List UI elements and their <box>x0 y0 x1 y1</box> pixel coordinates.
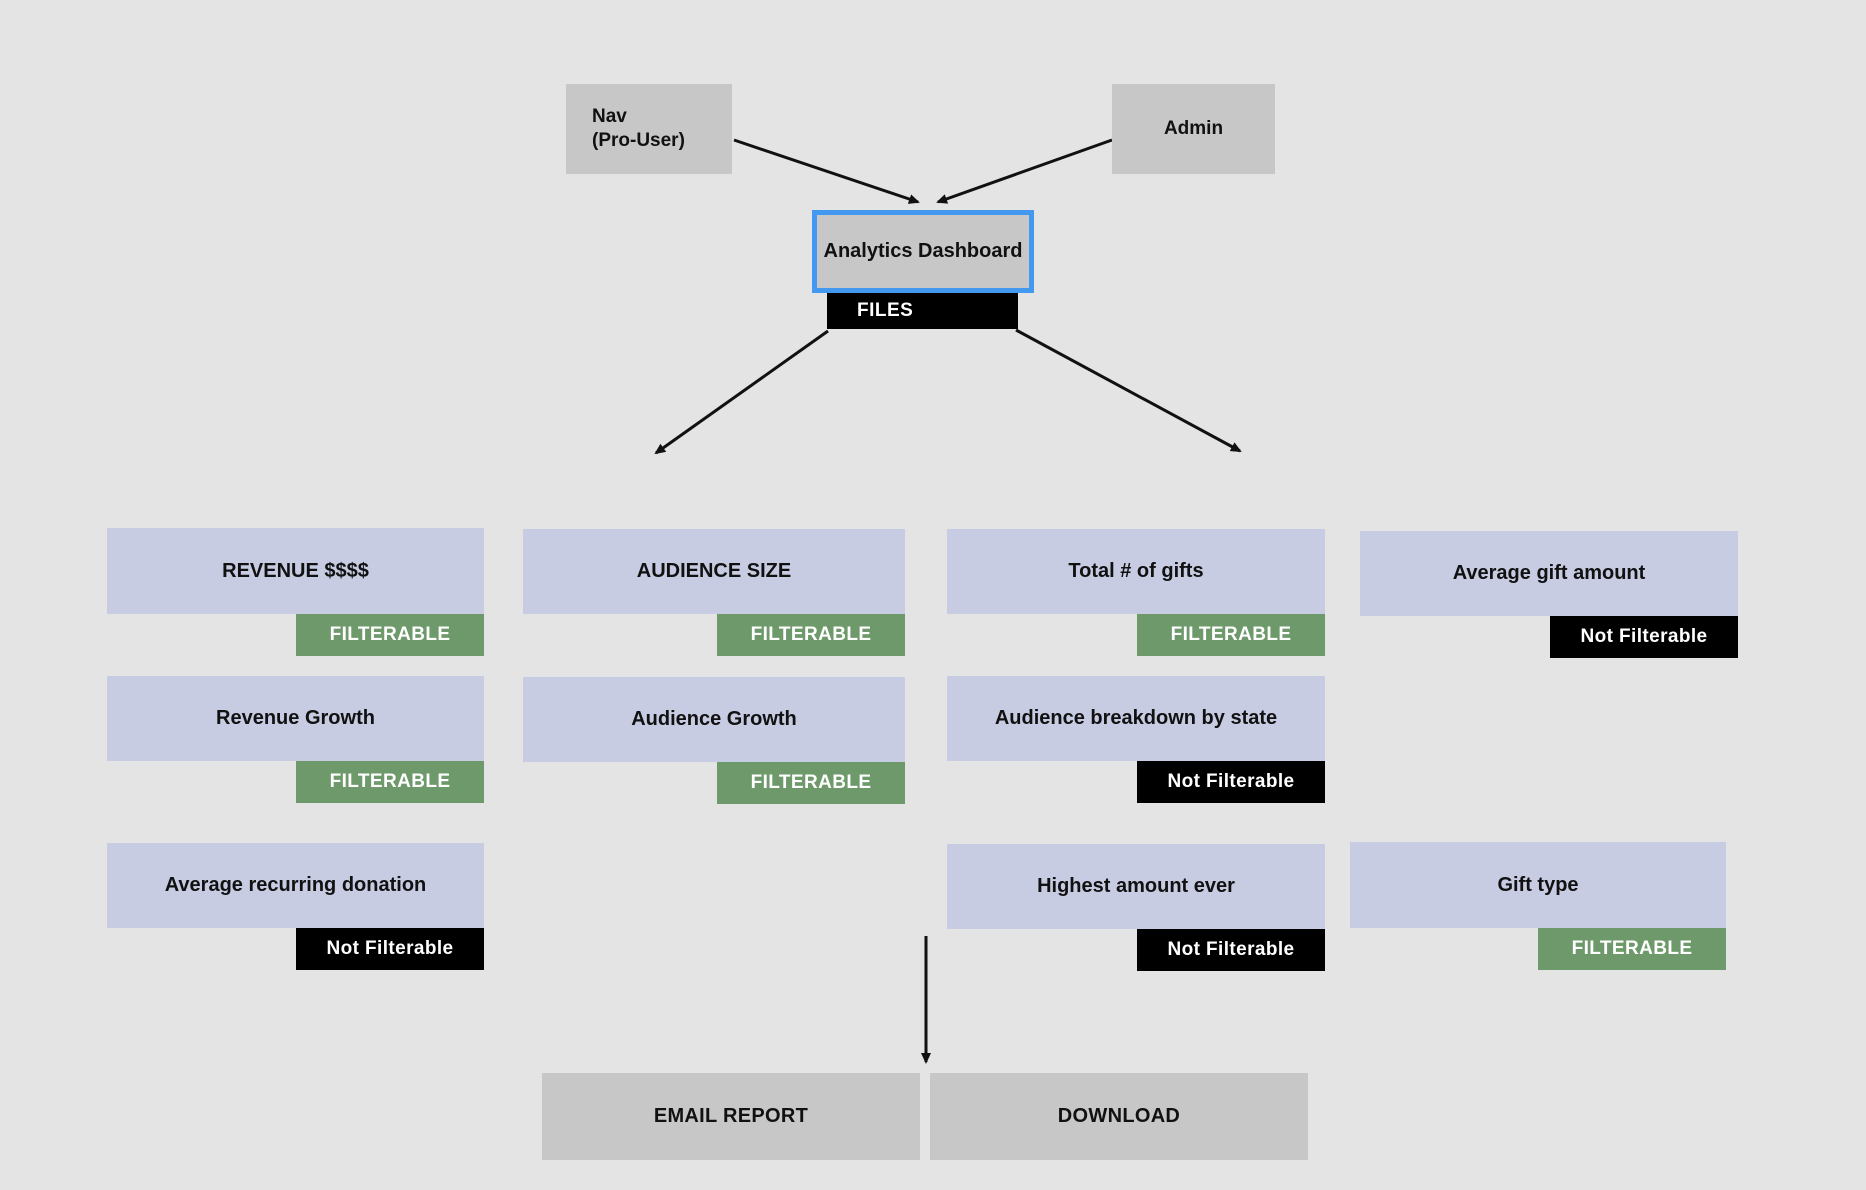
node-download-label: DOWNLOAD <box>1057 1105 1181 1127</box>
metric-label: Total # of gifts <box>1068 560 1204 582</box>
metric-label: AUDIENCE SIZE <box>636 560 792 582</box>
files-tag-label: FILES <box>857 300 914 322</box>
node-analytics-dashboard-selected[interactable]: Analytics Dashboard <box>812 210 1034 293</box>
node-email-report[interactable]: EMAIL REPORT <box>542 1073 920 1160</box>
connector-files-to-left-group-arrow[interactable] <box>654 329 829 455</box>
metric-card-total-gifts[interactable]: Total # of gifts FILTERABLE <box>947 529 1325 656</box>
connector-nav-to-dashboard-arrow[interactable] <box>733 138 920 204</box>
metric-badge-filterable[interactable]: FILTERABLE <box>717 762 905 804</box>
connector-admin-to-dashboard-arrow[interactable] <box>936 138 1113 204</box>
metric-card-audience-breakdown-by-state[interactable]: Audience breakdown by state Not Filterab… <box>947 676 1325 803</box>
connector-files-to-right-group-arrow[interactable] <box>1015 328 1242 453</box>
badge-label: Not Filterable <box>326 938 454 959</box>
metric-label: Average recurring donation <box>164 874 427 896</box>
metric-badge-not-filterable[interactable]: Not Filterable <box>296 928 484 970</box>
metric-badge-filterable[interactable]: FILTERABLE <box>1538 928 1726 970</box>
metric-label: Average gift amount <box>1452 562 1646 584</box>
metric-card-revenue-growth[interactable]: Revenue Growth FILTERABLE <box>107 676 484 803</box>
node-dashboard-label: Analytics Dashboard <box>823 240 1023 262</box>
node-admin[interactable]: Admin <box>1112 84 1275 174</box>
badge-label: Not Filterable <box>1167 771 1295 792</box>
badge-label: FILTERABLE <box>1571 938 1693 959</box>
metric-card-average-gift-amount[interactable]: Average gift amount Not Filterable <box>1360 531 1738 658</box>
metric-card-revenue[interactable]: REVENUE $$$$ FILTERABLE <box>107 528 484 656</box>
metric-card-audience-growth[interactable]: Audience Growth FILTERABLE <box>523 677 905 804</box>
badge-label: FILTERABLE <box>329 624 451 645</box>
files-tag[interactable]: FILES <box>827 293 1018 329</box>
node-download[interactable]: DOWNLOAD <box>930 1073 1308 1160</box>
node-nav-pro-user[interactable]: Nav (Pro-User) <box>566 84 732 174</box>
metric-badge-not-filterable[interactable]: Not Filterable <box>1137 761 1325 803</box>
node-nav-label: Nav (Pro-User) <box>592 106 685 151</box>
badge-label: Not Filterable <box>1167 939 1295 960</box>
metric-card-average-recurring-donation[interactable]: Average recurring donation Not Filterabl… <box>107 843 484 970</box>
metric-label: Gift type <box>1497 873 1579 896</box>
badge-label: FILTERABLE <box>329 771 451 792</box>
metric-badge-not-filterable[interactable]: Not Filterable <box>1550 616 1738 658</box>
metric-label: Highest amount ever <box>1037 875 1235 897</box>
metric-badge-not-filterable[interactable]: Not Filterable <box>1137 929 1325 971</box>
metric-badge-filterable[interactable]: FILTERABLE <box>717 614 905 656</box>
metric-label: Revenue Growth <box>216 707 375 729</box>
metric-badge-filterable[interactable]: FILTERABLE <box>296 614 484 656</box>
node-admin-label: Admin <box>1163 118 1224 140</box>
metric-label: REVENUE $$$$ <box>222 559 369 582</box>
metric-label: Audience Growth <box>631 708 797 730</box>
metric-badge-filterable[interactable]: FILTERABLE <box>296 761 484 803</box>
badge-label: FILTERABLE <box>750 772 872 793</box>
metric-card-highest-amount-ever[interactable]: Highest amount ever Not Filterable <box>947 844 1325 971</box>
badge-label: Not Filterable <box>1580 626 1708 647</box>
badge-label: FILTERABLE <box>1170 624 1292 645</box>
node-email-report-label: EMAIL REPORT <box>653 1105 809 1127</box>
metric-card-audience-size[interactable]: AUDIENCE SIZE FILTERABLE <box>523 529 905 656</box>
metric-card-gift-type[interactable]: Gift type FILTERABLE <box>1350 842 1726 970</box>
metric-label: Audience breakdown by state <box>994 707 1278 729</box>
metric-badge-filterable[interactable]: FILTERABLE <box>1137 614 1325 656</box>
badge-label: FILTERABLE <box>750 624 872 645</box>
